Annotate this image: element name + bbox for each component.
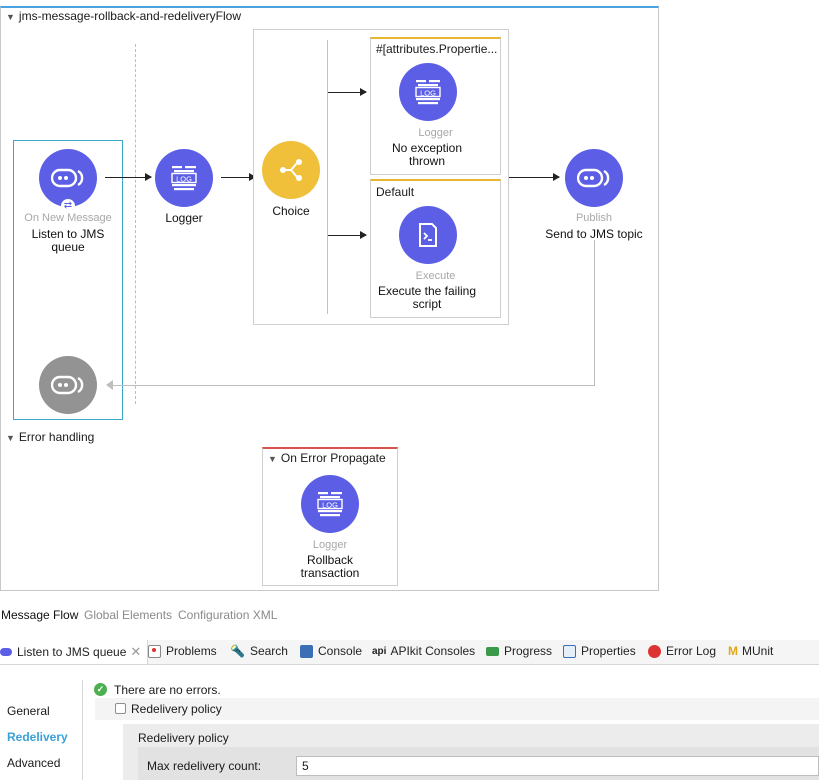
source-selection-box[interactable] [13, 140, 123, 420]
route-arrow [328, 231, 367, 239]
sidebar-item-advanced[interactable]: Advanced [7, 756, 61, 770]
jms-small-icon [0, 648, 12, 656]
logger-icon[interactable]: LOG [301, 475, 359, 533]
jms-listener-icon[interactable] [39, 149, 97, 207]
svg-text:LOG: LOG [176, 174, 192, 183]
problems-icon [148, 644, 161, 658]
jms-response-icon[interactable] [39, 356, 97, 414]
tab-progress[interactable]: Progress [486, 644, 552, 658]
search-flashlight-icon: 🔦 [230, 644, 245, 658]
success-check-icon: ✓ [94, 683, 107, 696]
collapse-triangle-icon[interactable]: ▼ [6, 433, 15, 443]
flow-arrow [221, 173, 256, 181]
source-label: Listen to JMS queue [31, 227, 105, 254]
flow-arrow [509, 173, 560, 181]
publish-category: Publish [575, 212, 613, 224]
when-logger-label: No exception thrown [391, 141, 463, 168]
flow-arrow [105, 173, 152, 181]
max-redelivery-label: Max redelivery count: [147, 759, 262, 773]
progress-icon [486, 646, 499, 656]
default-condition: Default [376, 185, 415, 199]
group-title: Redelivery policy [138, 731, 229, 745]
tab-console[interactable]: Console [300, 644, 362, 658]
munit-icon: M [728, 644, 738, 658]
flow-title[interactable]: ▼jms-message-rollback-and-redeliveryFlow [6, 9, 241, 23]
svg-text:LOG: LOG [322, 500, 338, 509]
route-arrow [328, 88, 367, 96]
redelivery-policy-checkbox[interactable] [115, 703, 126, 714]
close-icon[interactable]: ✕ [130, 644, 142, 659]
choice-label: Choice [272, 204, 310, 218]
tab-configuration-xml[interactable]: Configuration XML [178, 608, 278, 622]
execute-category: Execute [415, 270, 456, 282]
return-arrowhead-icon [106, 380, 113, 390]
sidebar-item-general[interactable]: General [7, 704, 50, 718]
error-logger-category: Logger [312, 539, 348, 551]
tab-search[interactable]: 🔦Search [230, 644, 288, 658]
jms-publish-icon[interactable] [565, 149, 623, 207]
tab-error-log[interactable]: Error Log [648, 644, 716, 658]
redelivery-checkbox-label: Redelivery policy [131, 702, 222, 716]
source-category: On New Message [24, 212, 112, 224]
status-message: There are no errors. [114, 683, 221, 697]
svg-text:LOG: LOG [420, 88, 436, 97]
error-logger-label: Rollback transaction [300, 553, 360, 580]
collapse-triangle-icon[interactable]: ▼ [6, 12, 15, 22]
tab-listen-to-jms-queue[interactable]: Listen to JMS queue ✕ [0, 640, 149, 664]
return-line [594, 240, 595, 385]
properties-icon [563, 644, 576, 658]
tab-properties[interactable]: Properties [563, 644, 636, 658]
logger-label: Logger [165, 211, 203, 225]
console-icon [300, 644, 313, 658]
tab-message-flow[interactable]: Message Flow [1, 608, 79, 622]
transaction-badge-icon: ⇄ [61, 199, 75, 213]
when-condition: #[attributes.Propertie... [376, 42, 498, 56]
on-error-title: ▼On Error Propagate [268, 451, 386, 465]
choice-route-line [327, 40, 328, 314]
error-log-icon [648, 644, 661, 658]
tab-problems[interactable]: Problems [148, 644, 217, 658]
redelivery-checkbox-row [95, 698, 819, 720]
view-tab-bar: Listen to JMS queue ✕ Problems 🔦Search C… [0, 640, 819, 665]
api-icon: api [372, 645, 387, 657]
source-separator [135, 44, 136, 404]
when-logger-category: Logger [418, 127, 453, 139]
return-line [112, 385, 595, 386]
publish-label: Send to JMS topic [545, 227, 643, 241]
logger-icon[interactable]: LOG [155, 149, 213, 207]
choice-router-icon[interactable] [262, 141, 320, 199]
execute-script-icon[interactable] [399, 206, 457, 264]
tab-global-elements[interactable]: Global Elements [84, 608, 173, 622]
error-handling-section[interactable]: ▼Error handling [6, 430, 95, 444]
sidebar-item-redelivery[interactable]: Redelivery [7, 730, 68, 744]
max-redelivery-count-input[interactable]: 5 [296, 756, 819, 776]
collapse-triangle-icon[interactable]: ▼ [268, 454, 277, 464]
logger-icon[interactable]: LOG [399, 63, 457, 121]
execute-label: Execute the failing script [377, 284, 477, 311]
properties-sidebar: General Redelivery Advanced [0, 680, 83, 780]
